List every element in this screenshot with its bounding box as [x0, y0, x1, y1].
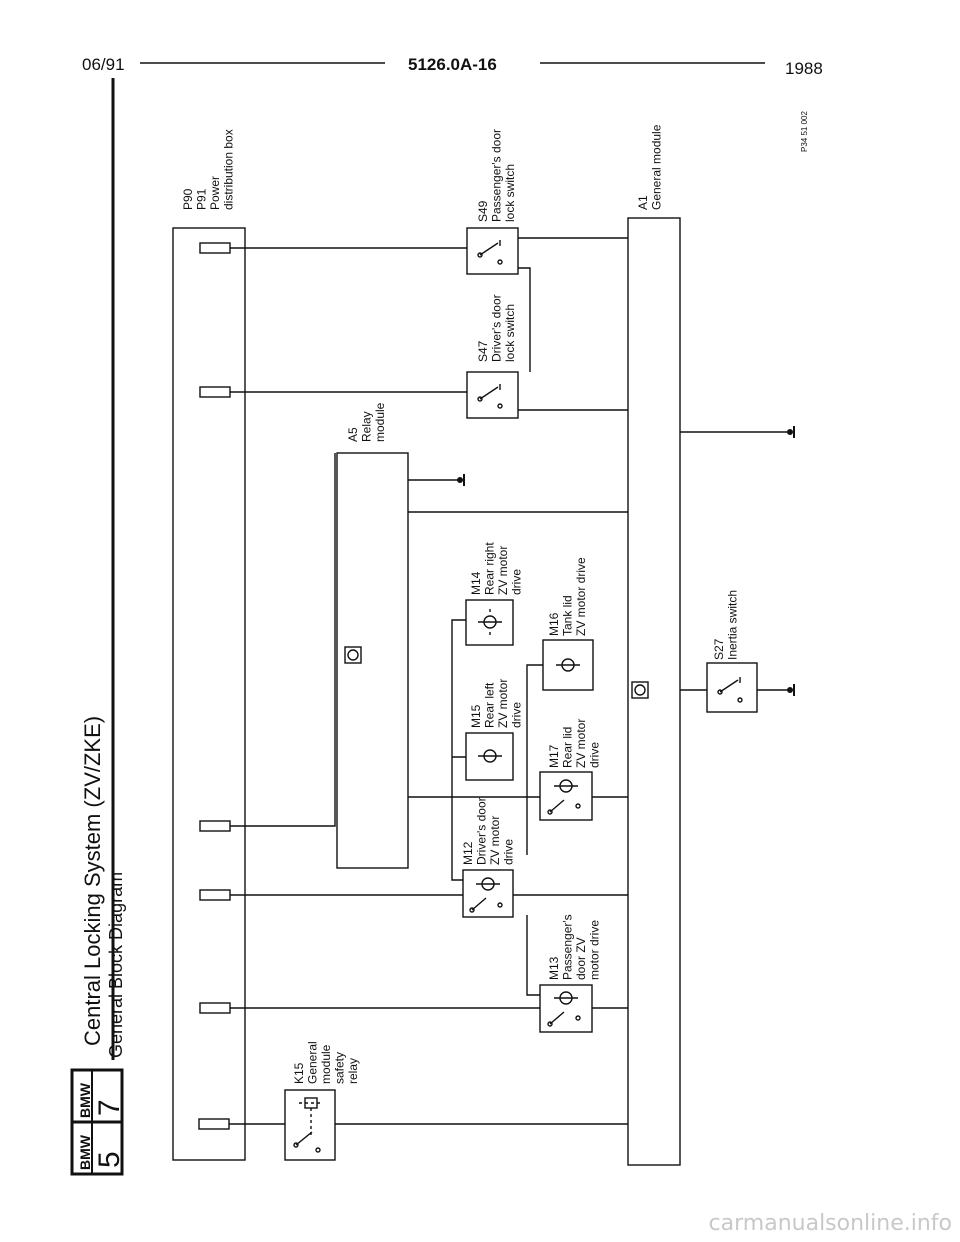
wires [229, 237, 790, 1125]
label-m14-line: drive [510, 569, 524, 595]
svg-text:BMW: BMW [77, 1082, 93, 1118]
svg-text:BMW: BMW [77, 1134, 93, 1170]
label-m17-line: drive [588, 742, 602, 768]
header-date: 06/91 [82, 55, 125, 74]
label-m17-line: ZV motor [574, 719, 588, 768]
motor-m14 [465, 599, 514, 646]
label-s49-line: lock switch [503, 164, 517, 222]
label-s47-line: Driver's door [490, 294, 504, 362]
page-subtitle: General Block Diagram [106, 872, 126, 1058]
motor-m13 [539, 984, 593, 1033]
label-a5-line: module [373, 402, 387, 442]
label-k15-line: relay [346, 1058, 360, 1084]
label-m15-line: ZV motor [496, 679, 510, 728]
label-a5-line: A5 [346, 427, 360, 442]
label-m12-line: M12 [461, 841, 475, 865]
general-module-box [627, 217, 681, 1166]
label-m13-line: M13 [547, 956, 561, 980]
label-s49-line: Passenger's door [490, 129, 504, 222]
label-k15-line: safety [333, 1052, 347, 1084]
header-doc-number: 5126.0A-16 [408, 55, 497, 74]
label-m17-line: Rear lid [561, 727, 575, 768]
label-m15-line: Rear left [483, 682, 497, 728]
label-m13-line: Passenger's [561, 914, 575, 980]
motor-m17 [539, 771, 593, 821]
svg-text:7: 7 [93, 1099, 126, 1116]
motor-m16 [542, 639, 594, 691]
header-year: 1988 [785, 59, 823, 78]
label-s47-line: S47 [476, 340, 490, 362]
switch-s47 [466, 371, 519, 419]
motor-m15 [465, 732, 514, 781]
label-m13-line: door ZV [574, 937, 588, 980]
watermark: carmanualsonline.info [708, 1211, 952, 1236]
label-m17-line: M17 [547, 744, 561, 768]
label-s27-line: S27 [712, 638, 726, 660]
label-m16-line: Tank lid [561, 595, 575, 636]
label-a1-line: A1 [636, 195, 650, 210]
switch-s49 [466, 227, 519, 275]
label-p90-line: P90 [181, 188, 195, 210]
label-p90-line: P91 [195, 188, 209, 210]
relay-module-box [336, 452, 409, 869]
label-m14-line: ZV motor [496, 546, 510, 595]
label-a5-line: Relay [360, 411, 374, 442]
label-m16-line: ZV motor drive [574, 557, 588, 636]
svg-text:5: 5 [93, 1151, 126, 1168]
connector-icon [344, 646, 649, 699]
label-m15-line: M15 [469, 704, 483, 728]
power-distribution-box [172, 227, 246, 1161]
label-m14-line: Rear right [483, 542, 497, 595]
motor-m12 [462, 869, 514, 918]
page-title: Central Locking System (ZV/ZKE) [80, 716, 105, 1046]
ground-icon [457, 426, 795, 696]
relay-k15 [284, 1089, 336, 1161]
label-m13-line: motor drive [588, 920, 602, 980]
label-s47-line: lock switch [503, 304, 517, 362]
label-p90-line: Power [208, 176, 222, 210]
label-k15-line: General [306, 1041, 320, 1084]
label-s27-line: Inertia switch [726, 590, 740, 660]
label-m15-line: drive [510, 702, 524, 728]
label-m12-line: Driver's door [475, 797, 489, 865]
label-p90-line: distribution box [222, 129, 236, 210]
label-k15-line: K15 [292, 1062, 306, 1084]
label-m14-line: M14 [469, 571, 483, 595]
figure-code: P34 51 002 [800, 111, 809, 152]
label-m12-line: drive [502, 839, 516, 865]
bmw-logo: BMW 5 BMW 7 [70, 1068, 126, 1176]
label-k15-line: module [319, 1044, 333, 1084]
label-m12-line: ZV motor [488, 816, 502, 865]
label-s49-line: S49 [476, 200, 490, 222]
label-a1-line: General module [650, 124, 664, 210]
label-m16-line: M16 [547, 612, 561, 636]
switch-s27 [706, 662, 758, 713]
